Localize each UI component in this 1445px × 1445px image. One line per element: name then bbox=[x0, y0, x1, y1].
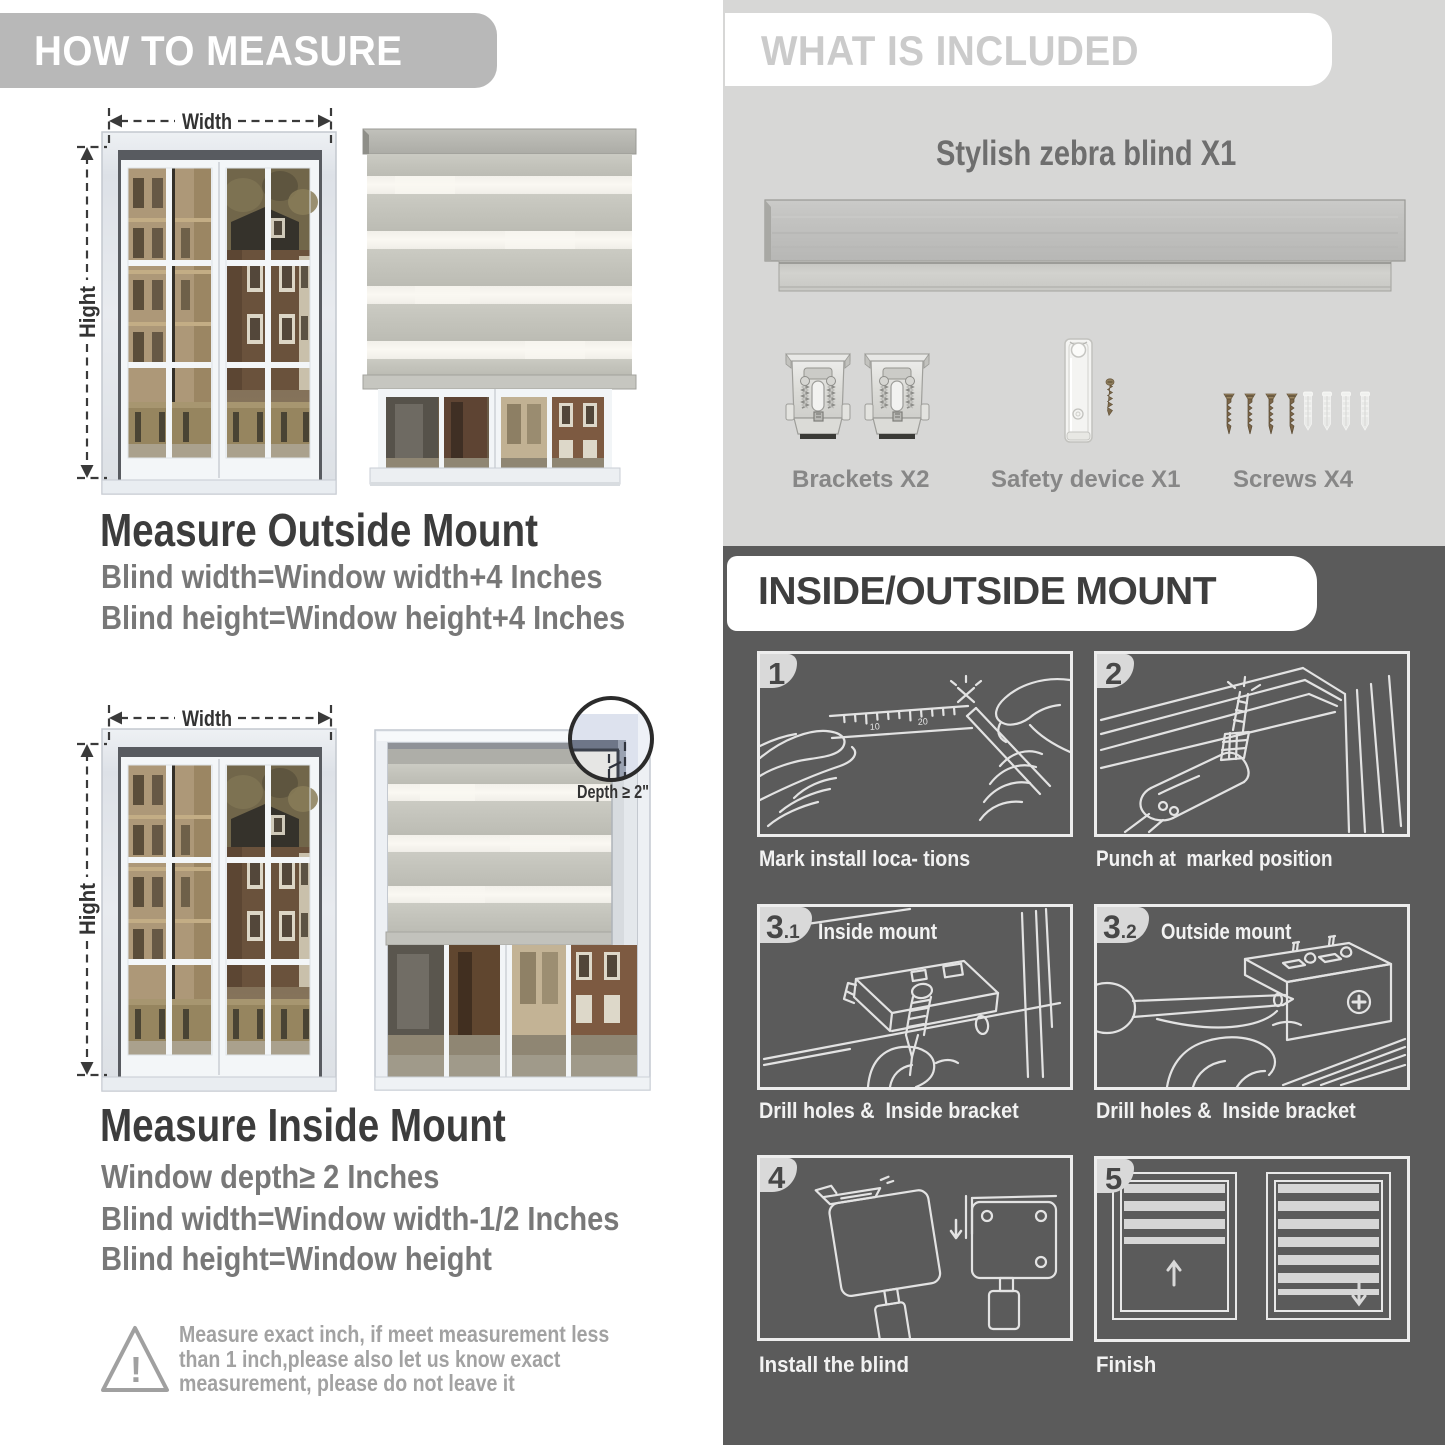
svg-text:Hight: Hight bbox=[75, 882, 100, 935]
svg-text:Width: Width bbox=[182, 109, 232, 134]
svg-text:Width: Width bbox=[182, 706, 232, 731]
svg-text:10: 10 bbox=[869, 721, 880, 732]
svg-text:Depth ≥ 2": Depth ≥ 2" bbox=[577, 782, 649, 802]
svg-text:!: ! bbox=[130, 1349, 142, 1390]
svg-text:20: 20 bbox=[917, 716, 928, 727]
svg-text:Hight: Hight bbox=[75, 285, 100, 338]
